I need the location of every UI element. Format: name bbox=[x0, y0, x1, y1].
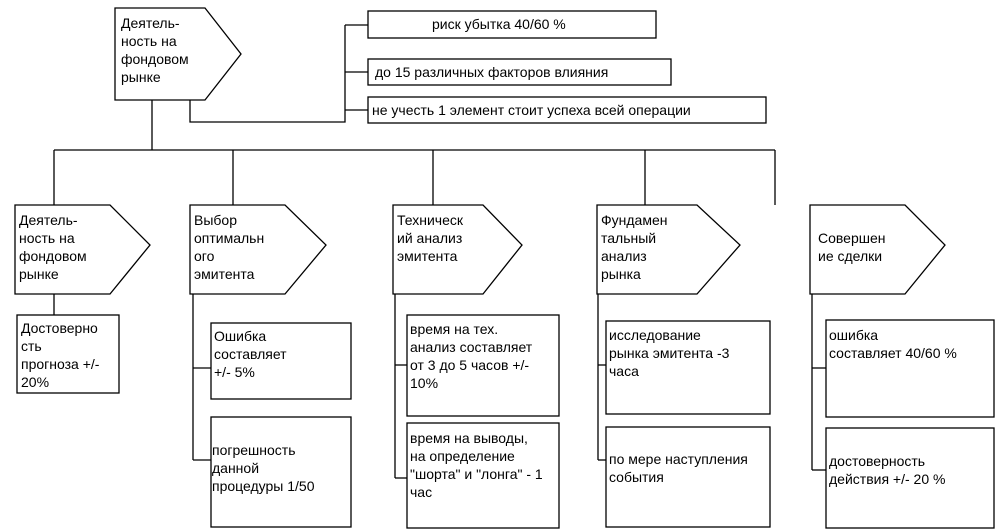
stage-5-detail-1: ошибка составляет 40/60 % bbox=[829, 327, 957, 361]
note-factors: до 15 различных факторов влияния bbox=[375, 64, 609, 80]
stage-4-detail-2: по мере наступления события bbox=[609, 451, 748, 485]
note-loss-risk: риск убытка 40/60 % bbox=[432, 16, 566, 32]
stage-4-title: Фундамен тальный анализ рынка bbox=[601, 212, 668, 282]
stage-5-detail-2: достоверность действия +/- 20 % bbox=[829, 453, 946, 487]
stage-4-detail-1: исследование рынка эмитента -3 часа bbox=[609, 327, 730, 379]
stage-2-detail-1: Ошибка составляет +/- 5% bbox=[214, 328, 287, 380]
stage-3-detail-2: время на выводы, на определение "шорта" … bbox=[410, 430, 543, 500]
stage-5-title: Совершен ие сделки bbox=[818, 230, 886, 264]
stage-3-title: Техническ ий анализ эмитента bbox=[397, 212, 464, 264]
stage-1-title: Деятель- ность на фондовом рынке bbox=[19, 212, 87, 282]
note-single-element: не учесть 1 элемент стоит успеха всей оп… bbox=[372, 102, 691, 118]
stage-1-detail-1: Достоверно сть прогноза +/- 20% bbox=[21, 320, 100, 390]
stage-3-detail-1: время на тех. анализ составляет от 3 до … bbox=[410, 321, 533, 391]
stage-2-detail-2: погрешность данной процедуры 1/50 bbox=[212, 442, 315, 494]
stage-2-title: Выбор оптимальн ого эмитента bbox=[194, 212, 265, 282]
root-title: Деятель- ность на фондовом рынке bbox=[121, 15, 189, 85]
